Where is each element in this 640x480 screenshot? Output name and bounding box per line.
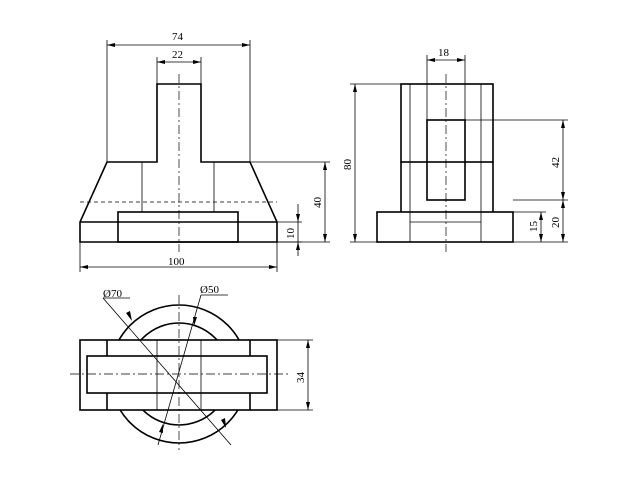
top-outer-rect bbox=[79, 339, 278, 411]
dim-22: 22 bbox=[156, 49, 202, 84]
dim-80-label: 80 bbox=[342, 159, 354, 171]
dim-15-label: 15 bbox=[528, 221, 540, 233]
front-view: 74 22 100 10 bbox=[79, 31, 330, 272]
side-upper-block bbox=[400, 83, 494, 163]
dim-10: 10 bbox=[277, 204, 302, 256]
side-view: 18 80 42 20 bbox=[342, 47, 568, 252]
front-outline bbox=[79, 83, 278, 243]
dim-42: 42 bbox=[465, 119, 568, 201]
dim-18: 18 bbox=[426, 47, 466, 120]
dim-100-label: 100 bbox=[168, 256, 185, 268]
front-base-slot bbox=[117, 211, 239, 243]
dim-18-label: 18 bbox=[438, 47, 450, 59]
dim-34-label: 34 bbox=[295, 372, 307, 384]
side-base bbox=[376, 211, 514, 243]
dim-80: 80 bbox=[342, 83, 401, 243]
dim-74: 74 bbox=[106, 31, 251, 162]
dim-100: 100 bbox=[79, 242, 278, 272]
dim-20: 20 bbox=[513, 200, 568, 243]
dim-40: 40 bbox=[250, 161, 330, 243]
dim-dia70-label: Ø70 bbox=[103, 288, 122, 300]
dim-20-label: 20 bbox=[550, 217, 562, 229]
dim-74-label: 74 bbox=[172, 31, 184, 43]
dim-34: 34 bbox=[267, 339, 313, 411]
dim-dia50: Ø50 bbox=[157, 284, 228, 446]
top-view: Ø70 Ø50 34 bbox=[70, 284, 313, 450]
dim-15: 15 bbox=[513, 211, 546, 242]
top-bar bbox=[86, 355, 268, 394]
dim-dia50-label: Ø50 bbox=[200, 284, 219, 296]
dim-40-label: 40 bbox=[312, 197, 324, 209]
dim-22-label: 22 bbox=[172, 49, 183, 61]
dim-dia70: Ø70 bbox=[102, 288, 232, 446]
dim-42-label: 42 bbox=[550, 157, 562, 168]
dim-10-label: 10 bbox=[285, 228, 297, 240]
